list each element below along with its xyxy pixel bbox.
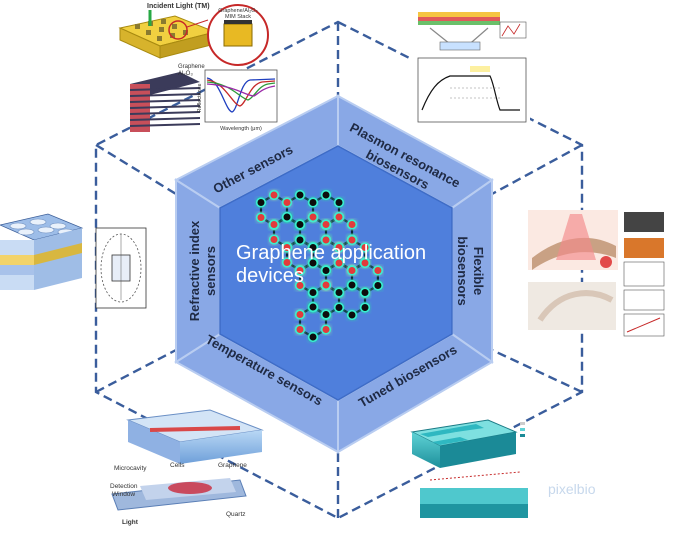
lattice-atom-red bbox=[268, 189, 280, 201]
lattice-atom-black bbox=[320, 265, 332, 276]
lattice-atom-red bbox=[359, 257, 371, 269]
lattice-atom-black bbox=[307, 331, 319, 343]
lattice-atom-black bbox=[307, 257, 319, 269]
lattice-atom-black bbox=[281, 211, 293, 223]
lattice-atom-black bbox=[372, 280, 384, 291]
lattice-atom-red bbox=[268, 219, 280, 230]
spectra-xaxis: Wavelength (μm) bbox=[220, 126, 262, 132]
lattice-atom-red bbox=[294, 309, 306, 320]
lattice-atom-red bbox=[320, 234, 332, 246]
stack-label-line2: MIM Stack bbox=[225, 14, 251, 20]
lattice-atom-black bbox=[294, 234, 306, 246]
lattice-atom-black bbox=[320, 189, 332, 201]
label-flexible-line1: Flexible bbox=[471, 247, 486, 295]
stack-label-line1: Graphene/Al₂O₃ bbox=[218, 8, 258, 14]
lattice-atom-black bbox=[294, 219, 306, 230]
lattice-atom-red bbox=[281, 242, 293, 253]
lattice-atom-black bbox=[346, 279, 358, 291]
center-title-line1: Graphene application bbox=[236, 242, 426, 264]
al2o3-legend: Al₂O₃ bbox=[178, 71, 193, 77]
figure-other-sensors: Incident Light (TM) Graphene/Al₂O₃ MIM S… bbox=[118, 3, 278, 132]
label-refractive-line2: sensors bbox=[203, 246, 218, 296]
lattice-atom-black bbox=[333, 302, 345, 313]
graphene-legend: Graphene bbox=[178, 64, 205, 70]
temp-cells: Cells bbox=[170, 462, 185, 469]
lattice-atom-black bbox=[294, 189, 306, 201]
lattice-atom-red bbox=[281, 257, 293, 268]
lattice-atom-red bbox=[294, 265, 306, 276]
lattice-atom-black bbox=[333, 197, 345, 208]
temp-quartz: Quartz bbox=[226, 511, 246, 518]
figure-refractive bbox=[0, 213, 147, 309]
lattice-atom-red bbox=[372, 265, 384, 276]
lattice-atom-red bbox=[320, 219, 332, 230]
lattice-atom-black bbox=[359, 302, 371, 313]
lattice-atom-black bbox=[333, 287, 345, 298]
figure-temperature: Microcavity Cells Graphene Detection Win… bbox=[110, 409, 264, 526]
lattice-atom-red bbox=[359, 242, 371, 253]
label-refractive: Refractive index sensors bbox=[187, 220, 218, 321]
lattice-atom-black bbox=[320, 309, 332, 320]
temp-microcavity: Microcavity bbox=[114, 465, 147, 472]
lattice-atom-red bbox=[333, 211, 345, 223]
lattice-atom-red bbox=[268, 234, 280, 245]
center-title-line2: devices bbox=[236, 265, 304, 287]
lattice-atom-red bbox=[346, 234, 358, 246]
lattice-atom-red bbox=[307, 211, 319, 223]
inner-hexagon bbox=[219, 145, 453, 401]
lattice-atom-black bbox=[307, 242, 319, 253]
lattice-atom-black bbox=[307, 197, 319, 208]
label-refractive-line1: Refractive index bbox=[187, 220, 202, 321]
tuned-watermark: pixelbio bbox=[548, 481, 596, 497]
lattice-atom-black bbox=[307, 301, 319, 313]
lattice-atom-black bbox=[307, 287, 319, 298]
temp-light: Light bbox=[122, 519, 139, 526]
spectra-yaxis: Reflectance bbox=[197, 83, 203, 112]
lattice-atom-red bbox=[333, 257, 345, 269]
figure-plasmon bbox=[412, 6, 530, 124]
lattice-atom-red bbox=[255, 212, 267, 223]
graphene-lattice bbox=[255, 189, 384, 343]
label-flexible: Flexible biosensors bbox=[455, 236, 486, 305]
temp-graphene: Graphene bbox=[218, 462, 247, 469]
temp-detection-1: Detection bbox=[110, 483, 138, 490]
lattice-atom-red bbox=[294, 280, 306, 291]
layer-stack bbox=[129, 72, 201, 132]
lattice-atom-red bbox=[320, 279, 332, 291]
lattice-atom-black bbox=[255, 197, 267, 208]
lattice-atom-black bbox=[359, 287, 371, 298]
label-flexible-line2: biosensors bbox=[455, 236, 470, 305]
incident-light-label: Incident Light (TM) bbox=[147, 3, 210, 10]
figure-tuned: pixelbio bbox=[410, 419, 596, 518]
lattice-atom-black bbox=[346, 309, 358, 321]
lattice-atom-red bbox=[294, 324, 306, 335]
figure-flexible bbox=[528, 210, 665, 337]
lattice-atom-red bbox=[346, 219, 358, 230]
dashed-spokes bbox=[95, 22, 583, 518]
lattice-atom-red bbox=[346, 265, 358, 276]
lattice-atom-red bbox=[320, 324, 332, 335]
temp-detection-2: Window bbox=[112, 491, 135, 498]
lattice-atom-red bbox=[281, 197, 293, 208]
lattice-atom-red bbox=[333, 242, 345, 253]
